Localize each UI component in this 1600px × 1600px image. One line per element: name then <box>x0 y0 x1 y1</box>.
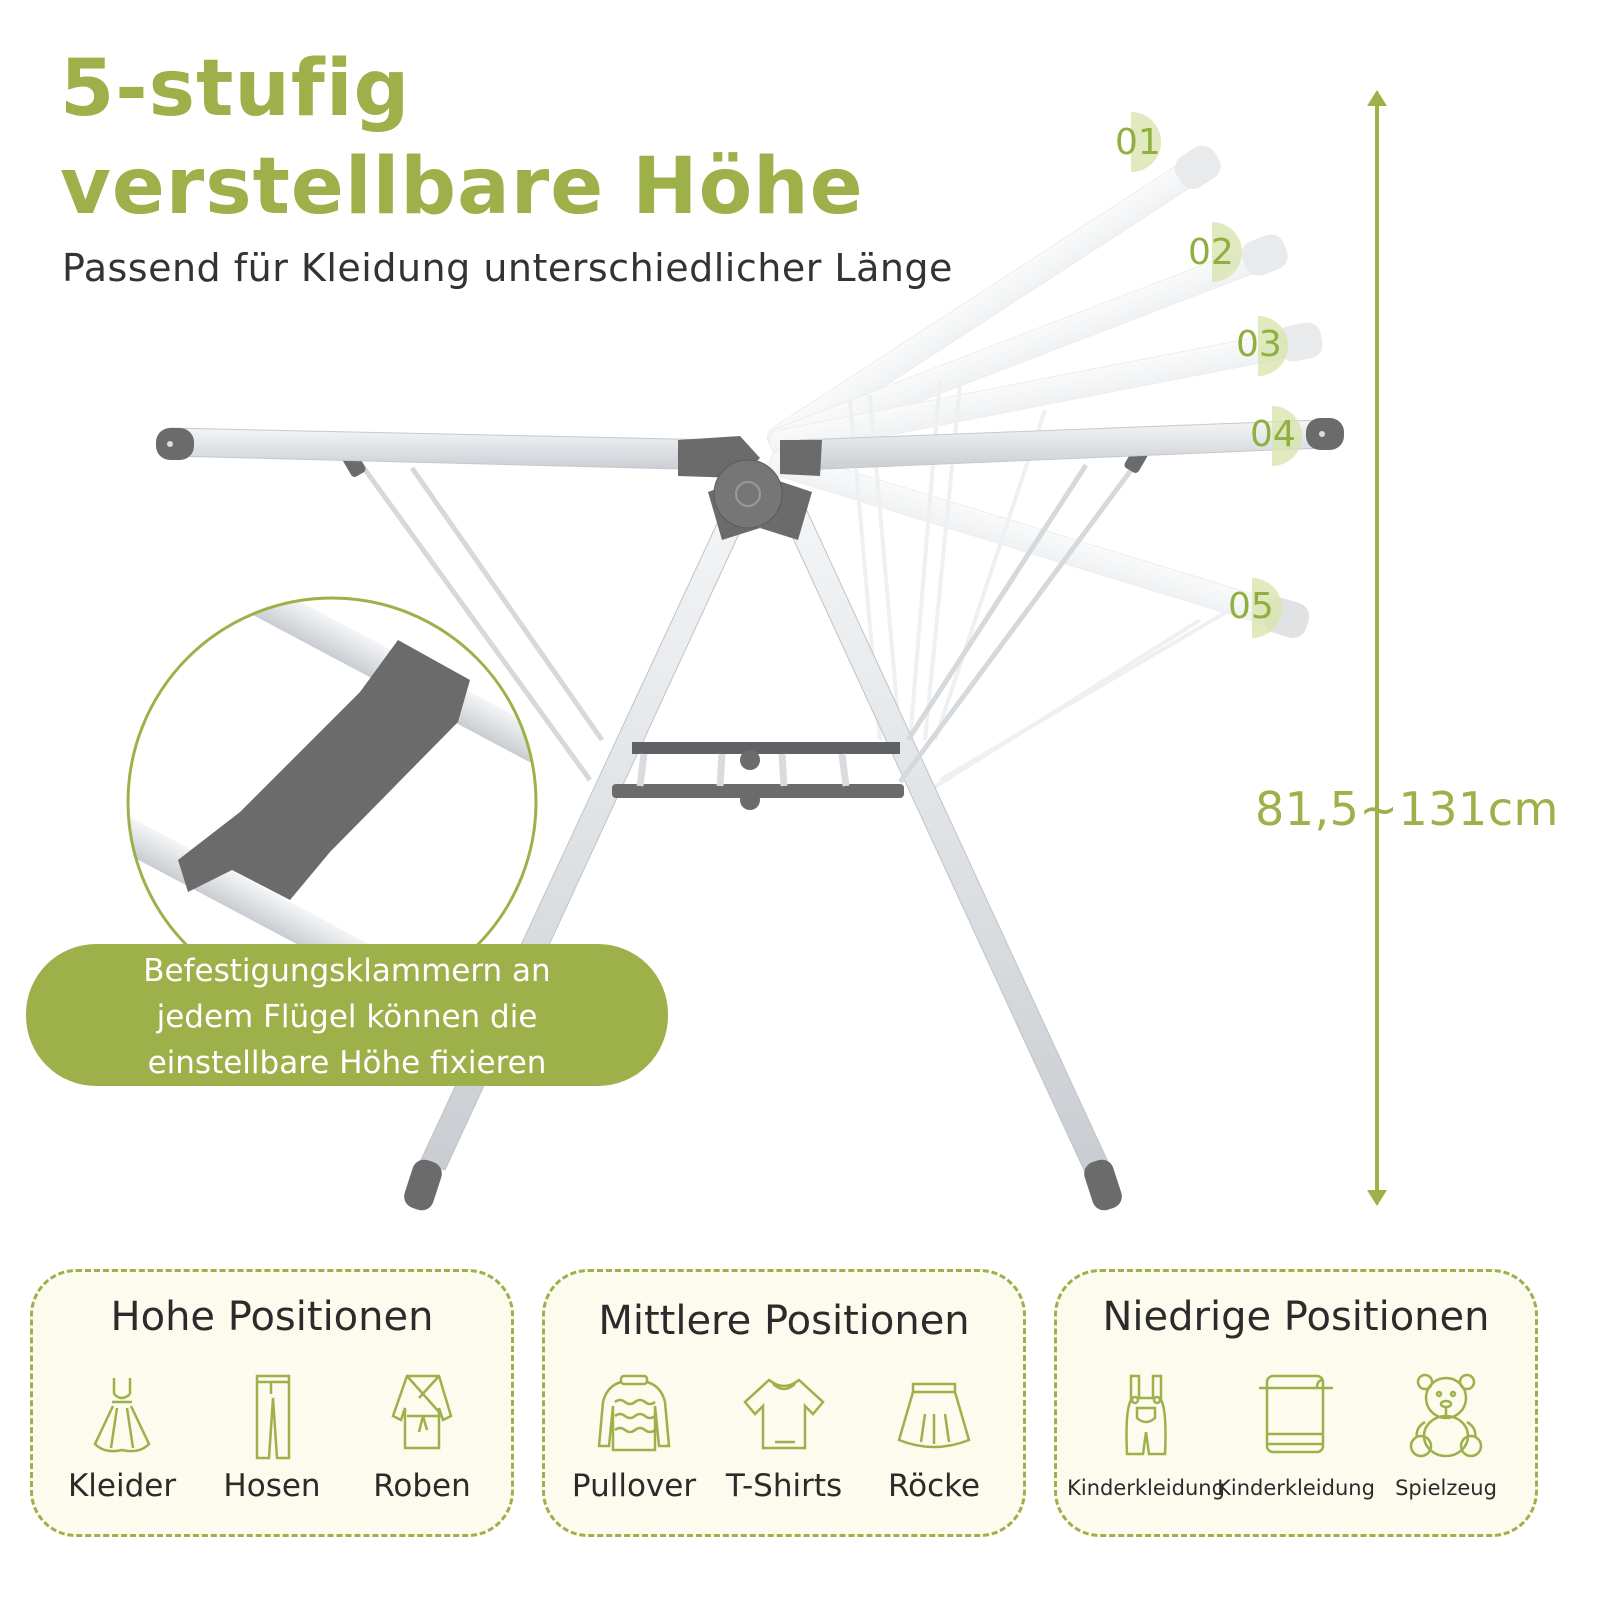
dress-icon <box>93 1378 151 1453</box>
card-high-positions: Hohe Positionen Kleider Hosen Roben <box>30 1269 514 1537</box>
card-item-robes: Roben <box>347 1372 497 1504</box>
card-item-label: Pullover <box>571 1468 697 1504</box>
card-title: Niedrige Positionen <box>1102 1294 1490 1340</box>
card-item-label: Kinderkleidung <box>1217 1476 1375 1500</box>
callout-line-2: jedem Flügel können die <box>156 999 538 1035</box>
card-middle-positions: Mittlere Positionen Pullover T-Shirts Rö… <box>542 1269 1026 1537</box>
callout-line-1: Befestigungsklammern an <box>143 953 551 989</box>
clip-detail-inset <box>126 596 538 1008</box>
tshirt-icon <box>743 1378 825 1450</box>
height-range-label: 81,5~131cm <box>1255 782 1559 836</box>
sweater-icon <box>597 1374 671 1452</box>
overalls-icon <box>1125 1374 1167 1456</box>
card-item-childrens-clothing-2: Kinderkleidung <box>1217 1372 1375 1500</box>
card-item-label: Kinderkleidung <box>1067 1476 1225 1500</box>
headline-line-2: verstellbare Höhe <box>60 142 864 232</box>
drying-rack-illustration <box>126 90 1387 1211</box>
card-item-tshirts: T-Shirts <box>709 1372 859 1504</box>
position-markers <box>1131 112 1302 638</box>
card-item-pullover: Pullover <box>559 1372 709 1504</box>
card-title: Hohe Positionen <box>110 1294 434 1340</box>
skirt-icon <box>897 1382 971 1449</box>
card-item-label: Röcke <box>887 1468 981 1504</box>
card-title: Mittlere Positionen <box>598 1298 970 1344</box>
main-wings <box>156 418 1344 471</box>
wing-struts <box>355 456 1143 784</box>
headline-line-1: 5-stufig <box>60 44 411 134</box>
subheadline: Passend für Kleidung unterschiedlicher L… <box>62 246 953 290</box>
position-label-01: 01 <box>1115 122 1161 163</box>
headline: 5-stufig verstellbare Höhe <box>60 40 864 236</box>
position-label-05: 05 <box>1228 586 1274 627</box>
clip-callout: Befestigungsklammern an jedem Flügel kön… <box>26 944 668 1086</box>
position-label-04: 04 <box>1250 414 1296 455</box>
card-item-label: Kleider <box>67 1468 177 1504</box>
teddy-bear-icon <box>1409 1373 1483 1458</box>
callout-line-3: einstellbare Höhe fixieren <box>147 1045 547 1081</box>
card-item-label: T-Shirts <box>725 1468 843 1504</box>
robe-icon <box>391 1374 453 1450</box>
card-item-childrens-clothing: Kinderkleidung <box>1067 1372 1225 1500</box>
card-item-skirts: Röcke <box>859 1372 1009 1504</box>
card-item-dresses: Kleider <box>47 1372 197 1504</box>
center-hinge <box>678 436 822 529</box>
lower-shelf <box>612 742 904 810</box>
position-label-03: 03 <box>1236 324 1282 365</box>
height-dimension-arrow <box>1367 90 1387 1206</box>
card-item-label: Hosen <box>223 1468 321 1504</box>
card-item-trousers: Hosen <box>197 1372 347 1504</box>
card-item-label: Roben <box>373 1468 471 1504</box>
towel-icon <box>1259 1374 1333 1454</box>
card-item-toys: Spielzeug <box>1371 1372 1521 1500</box>
position-label-02: 02 <box>1188 232 1234 273</box>
trousers-icon <box>255 1374 291 1460</box>
card-item-label: Spielzeug <box>1395 1476 1497 1500</box>
ghost-wing-positions <box>767 145 1323 792</box>
card-low-positions: Niedrige Positionen Kinderkleidung Kinde… <box>1054 1269 1538 1537</box>
